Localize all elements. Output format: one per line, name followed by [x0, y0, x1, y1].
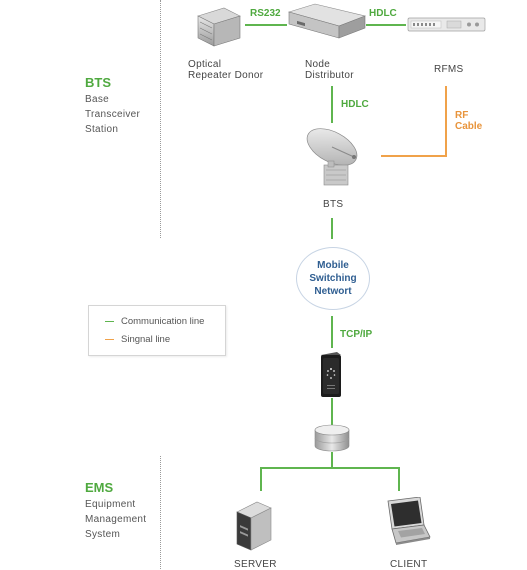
ems-subtitle-line-2: Management — [85, 514, 147, 525]
tcpip-line — [331, 316, 333, 348]
mobile-switching-network[interactable]: Mobile Switching Networt — [296, 247, 370, 310]
client-label: CLIENT — [390, 559, 428, 570]
ems-section-title: EMS — [85, 480, 114, 495]
optical-repeater-device[interactable] — [194, 6, 242, 48]
tree-server-drop — [260, 467, 262, 491]
rfms-label: RFMS — [434, 64, 464, 75]
rf-cable-label-line-2: Cable — [455, 121, 483, 132]
rf-cable-label-line-1: RF — [455, 110, 469, 121]
bts-subtitle-line-1: Base — [85, 94, 109, 105]
ems-section-divider — [160, 456, 161, 569]
rfms-device[interactable] — [407, 16, 486, 34]
bts-section-divider — [160, 0, 161, 238]
server-tower-icon — [236, 501, 272, 551]
bts-device[interactable] — [302, 125, 364, 187]
satellite-dish-icon — [306, 128, 358, 186]
rs232-label: RS232 — [250, 8, 281, 19]
ems-section: EMS Equipment Management System — [85, 480, 146, 542]
bts-section: BTS Base Transceiver Station — [85, 75, 140, 137]
ems-subtitle-line-1: Equipment — [85, 499, 136, 510]
rs232-line — [245, 24, 287, 26]
legend-signal-label: Singnal line — [121, 334, 171, 345]
ems-subtitle-line-3: System — [85, 529, 121, 540]
node-distributor-label-line-2: Distributor — [305, 70, 354, 81]
hdlc-top-label: HDLC — [369, 8, 397, 19]
legend-box: Communication line Singnal line — [88, 305, 226, 356]
rfms-icon — [407, 17, 486, 32]
bts-subtitle-line-3: Station — [85, 124, 119, 135]
node-distributor-device[interactable] — [287, 2, 367, 42]
server-device[interactable] — [233, 500, 275, 552]
optical-repeater-label-line-2: Repeater Donor — [188, 70, 264, 81]
rf-cable-line-vertical — [445, 86, 447, 156]
legend-signal-swatch — [105, 338, 114, 341]
database-icon — [314, 424, 350, 452]
nms-server-icon — [321, 352, 341, 397]
nms-server-device[interactable] — [317, 351, 345, 399]
database-device[interactable] — [313, 424, 351, 452]
hdlc-mid-label: HDLC — [341, 99, 369, 110]
msc-label-line-2: Switching — [309, 273, 357, 284]
msc-label-line-3: Networt — [314, 286, 352, 297]
bts-section-title: BTS — [85, 75, 111, 90]
legend-row-signal: Singnal line — [105, 334, 170, 345]
rf-cable-line-horizontal — [381, 155, 447, 157]
tcpip-label: TCP/IP — [340, 329, 373, 340]
bts-label: BTS — [323, 199, 344, 210]
hdlc-mid-line — [331, 86, 333, 123]
tree-client-drop — [398, 467, 400, 491]
rf-cable-label: RF Cable — [455, 110, 482, 132]
db-tree-line — [331, 452, 333, 468]
client-device[interactable] — [376, 496, 432, 547]
legend-communication-label: Communication line — [121, 316, 205, 327]
optical-repeater-label-line-1: Optical — [188, 59, 222, 70]
nms-db-line — [331, 398, 333, 425]
server-label: SERVER — [234, 559, 277, 570]
bts-subtitle-line-2: Transceiver — [85, 109, 141, 120]
node-distributor-label: Node Distributor — [305, 59, 354, 81]
msc-label-line-1: Mobile — [317, 260, 349, 271]
hdlc-top-line — [366, 24, 406, 26]
legend-row-communication: Communication line — [105, 316, 204, 327]
laptop-icon — [387, 496, 431, 545]
optical-repeater-label: Optical Repeater Donor — [188, 59, 263, 81]
tree-horizontal-line — [260, 467, 400, 469]
node-distributor-label-line-1: Node — [305, 59, 331, 70]
bts-msc-line — [331, 218, 333, 239]
distributor-icon — [287, 3, 367, 39]
repeater-icon — [197, 7, 241, 47]
legend-communication-swatch — [105, 320, 114, 323]
